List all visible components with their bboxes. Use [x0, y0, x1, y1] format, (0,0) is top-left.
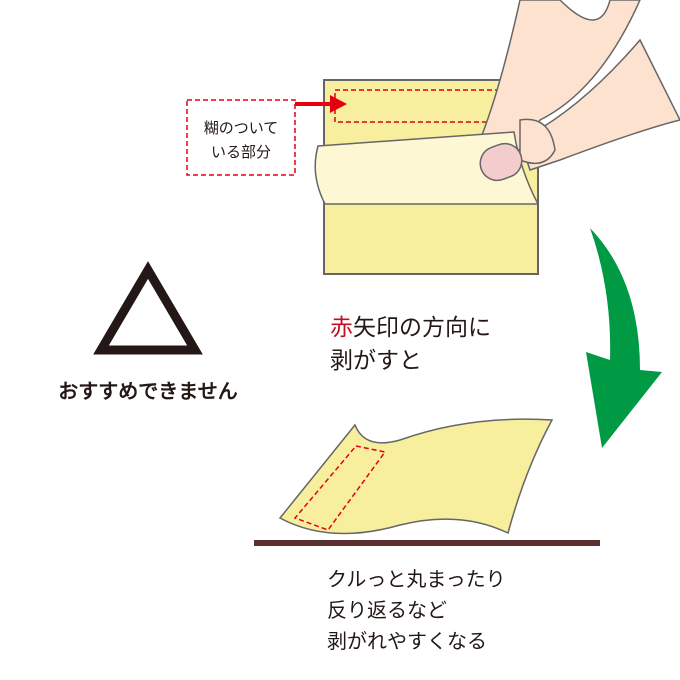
result-line1: クルっと丸まったり	[327, 567, 506, 591]
curled-glue-outline	[293, 445, 387, 531]
rating-text: おすすめできません	[58, 379, 237, 403]
peel-instruction-rest: 矢印の方向に	[353, 315, 491, 341]
glue-label-line1: 糊のついて	[204, 119, 279, 137]
glue-label-box	[186, 99, 296, 176]
finger-icon	[478, 0, 641, 151]
red-arrow-head-icon	[330, 95, 347, 113]
peeled-flap	[314, 131, 540, 205]
result-line3: 剥がれやすくなる	[327, 629, 487, 653]
thumb-icon	[519, 38, 680, 171]
glue-label-line2: いる部分	[211, 143, 271, 161]
peel-instruction-line2: 剥がすと	[330, 348, 422, 374]
curled-sticky-note	[278, 418, 554, 535]
result-line2: 反り返るなど	[327, 598, 447, 622]
floor-surface	[254, 540, 600, 546]
thumb-tip	[519, 118, 556, 165]
peel-instruction-line1: 赤矢印の方向に	[330, 315, 491, 341]
green-curved-arrow-icon	[586, 228, 662, 448]
red-word: 赤	[330, 315, 353, 341]
nail-icon	[479, 142, 523, 182]
triangle-rating-icon	[93, 261, 203, 355]
